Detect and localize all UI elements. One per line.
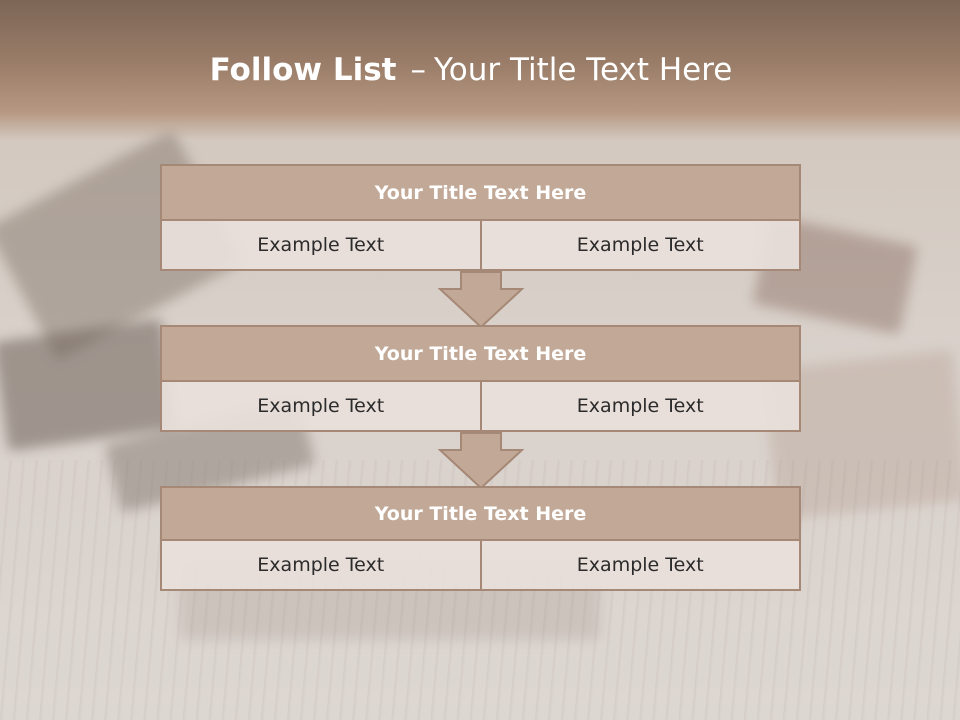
list-block-3: Your Title Text Here Example Text Exampl…: [160, 486, 801, 591]
block-cell-right: Example Text: [481, 221, 801, 271]
block-cell-right: Example Text: [481, 382, 801, 432]
block-row: Example Text Example Text: [160, 541, 801, 591]
block-row: Example Text Example Text: [160, 382, 801, 432]
block-cell-left: Example Text: [160, 541, 482, 591]
block-header: Your Title Text Here: [160, 486, 801, 541]
block-header: Your Title Text Here: [160, 164, 801, 221]
down-arrow-icon: [438, 271, 524, 329]
block-header: Your Title Text Here: [160, 325, 801, 382]
block-cell-left: Example Text: [160, 382, 482, 432]
slide-title-dash: –: [410, 52, 426, 88]
block-cell-left: Example Text: [160, 221, 482, 271]
title-band: [0, 0, 960, 140]
list-block-2: Your Title Text Here Example Text Exampl…: [160, 325, 801, 432]
block-cell-right: Example Text: [481, 541, 801, 591]
slide-title: Follow List–Your Title Text Here: [0, 52, 942, 88]
list-block-1: Your Title Text Here Example Text Exampl…: [160, 164, 801, 271]
down-arrow-icon: [438, 432, 524, 490]
block-row: Example Text Example Text: [160, 221, 801, 271]
slide-title-sub: Your Title Text Here: [433, 52, 733, 88]
slide-title-strong: Follow List: [209, 52, 397, 88]
